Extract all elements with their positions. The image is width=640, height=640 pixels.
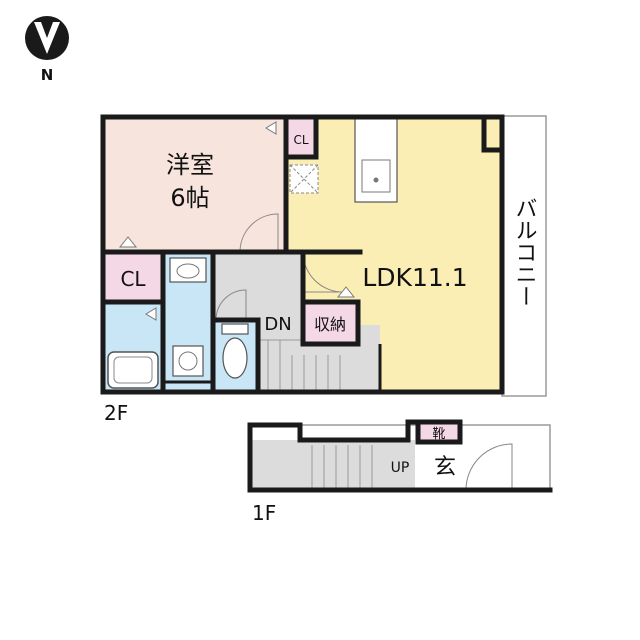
- stairs-up-label: UP: [391, 460, 410, 476]
- storage-label: 収納: [314, 315, 346, 334]
- floor-label-2f: 2F: [104, 401, 128, 425]
- stairs-down-label: DN: [264, 314, 291, 335]
- stairs-1f: [311, 445, 373, 488]
- ldk-label: LDK11.1: [362, 263, 467, 292]
- western-room-area: [103, 117, 286, 252]
- closet-small-area: [286, 117, 316, 157]
- shoe-box-label: 靴: [432, 427, 445, 442]
- closet-large-label: CL: [120, 267, 146, 291]
- walls-2f: [100, 114, 505, 395]
- floor-label-1f: 1F: [252, 501, 276, 525]
- bathtub-icon: [107, 351, 159, 389]
- toilet-icon: [221, 323, 249, 379]
- compass-icon: [25, 16, 69, 60]
- shoe-box-area: [418, 420, 460, 442]
- western-room-name: 洋室: [166, 151, 214, 179]
- entrance-label: 玄: [434, 455, 456, 480]
- balcony-label: バルコニー: [512, 197, 537, 307]
- balcony-area: [501, 115, 547, 397]
- storage-area: [303, 302, 358, 344]
- walls-1f: [247, 419, 553, 493]
- washing-machine-icon: [172, 345, 204, 377]
- north-label: N: [41, 66, 54, 84]
- stairs-2f: [258, 339, 341, 390]
- closet-large-area: [103, 252, 163, 302]
- closet-small-label: CL: [293, 133, 308, 147]
- stair-area-1f: [250, 440, 415, 490]
- western-room-size: 6帖: [170, 184, 209, 212]
